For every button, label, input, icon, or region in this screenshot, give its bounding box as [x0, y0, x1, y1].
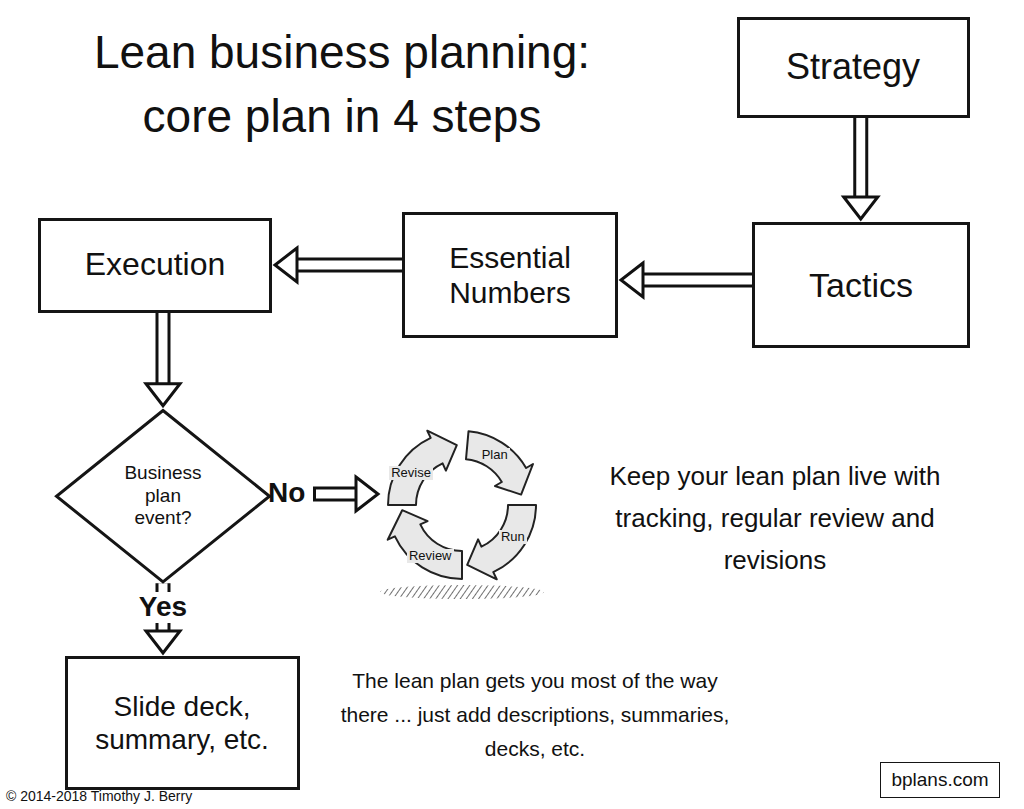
arrow-shaft-inner	[296, 261, 402, 270]
branch-label: No	[268, 476, 305, 509]
cycle-arrow	[466, 431, 533, 494]
node-text: Execution	[85, 246, 226, 284]
node-text: Slide deck, summary, etc.	[80, 690, 285, 756]
process-box: Essential Numbers	[402, 212, 618, 338]
decision-diamond: Business plan event?	[55, 409, 271, 583]
strategy-box: Strategy	[737, 17, 970, 118]
text-group: Execution	[85, 246, 226, 284]
copyright-text: © 2014-2018 Timothy J. Berry	[6, 788, 192, 805]
cycle-shadow	[380, 585, 544, 599]
cycle-arrow	[467, 505, 536, 579]
flow-arrow	[275, 248, 402, 282]
flow-arrow	[621, 263, 752, 297]
arrow-shaft-inner	[159, 313, 168, 385]
arrow-shaft	[156, 313, 171, 384]
text-group: bplans.com	[891, 769, 988, 791]
arrow-head	[844, 197, 878, 219]
no-arrow	[313, 477, 378, 511]
cycle-label: Plan	[480, 448, 510, 462]
arrow-shaft-inner	[856, 118, 865, 199]
diamond-shape	[57, 410, 270, 581]
note-text: Keep your lean plan live with tracking, …	[565, 455, 985, 581]
flow-arrow	[146, 313, 180, 406]
arrow-head	[146, 384, 180, 406]
arrow-shaft	[297, 258, 402, 273]
text-group: Strategy	[786, 46, 920, 88]
arrow-shaft	[313, 487, 357, 502]
process-box: Tactics	[752, 222, 970, 348]
node-text: bplans.com	[891, 769, 988, 791]
node-text: Business plan event?	[117, 462, 209, 529]
arrow-head	[146, 631, 180, 653]
text-group: Business plan event?	[117, 462, 209, 529]
flow-arrow	[844, 118, 878, 220]
note-text: The lean plan gets you most of the way t…	[335, 664, 735, 766]
cycle-arrow	[388, 510, 462, 579]
cycle-label: Run	[499, 530, 527, 544]
text-group: Tactics	[809, 265, 913, 305]
title-text: Lean business planning: core plan in 4 s…	[62, 20, 622, 148]
cycle-arrow	[388, 431, 457, 505]
cycle-arrows	[388, 431, 536, 580]
arrow-shaft	[643, 273, 752, 288]
cycle-label: Review	[407, 549, 454, 563]
text-group: Slide deck, summary, etc.	[80, 690, 285, 756]
arrow-shaft	[853, 118, 868, 198]
source-box: bplans.com	[880, 762, 1000, 798]
node-text: Essential Numbers	[423, 240, 598, 311]
arrow-shaft-inner	[642, 276, 752, 285]
cycle-label: Revise	[389, 466, 433, 480]
text-group: Essential Numbers	[423, 240, 598, 311]
arrow-head	[621, 263, 643, 297]
arrow-shaft-inner	[316, 490, 358, 499]
output-box: Slide deck, summary, etc.	[65, 656, 300, 790]
node-text: Tactics	[809, 265, 913, 305]
node-text: Strategy	[786, 46, 920, 88]
branch-label: Yes	[136, 592, 190, 623]
arrow-head	[275, 248, 297, 282]
arrow-head	[356, 477, 378, 511]
process-box: Execution	[38, 218, 272, 313]
